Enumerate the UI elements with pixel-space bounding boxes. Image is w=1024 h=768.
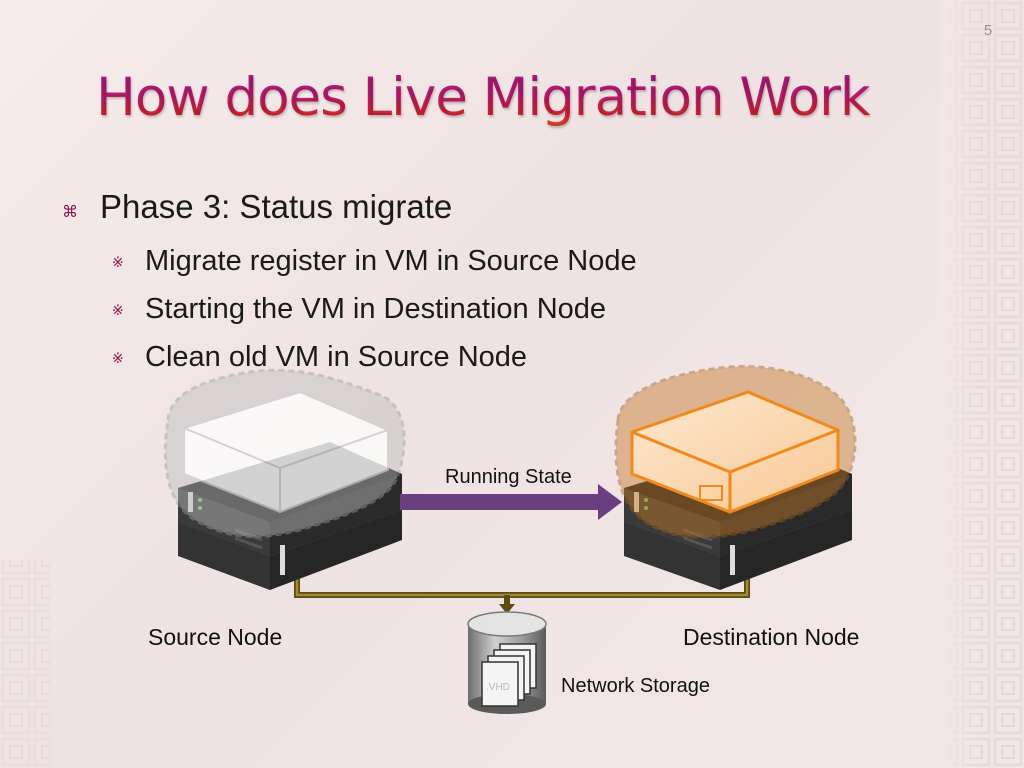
bullet-main-text: Phase 3: Status migrate — [100, 188, 453, 225]
network-storage-label: Network Storage — [561, 675, 710, 697]
sub-bullet-text: Starting the VM in Destination Node — [145, 293, 607, 325]
network-connection-lines — [294, 578, 750, 614]
slide-number: 5 — [983, 22, 993, 39]
vhd-file-label: .VHD — [486, 682, 510, 693]
ghost-vm-icon — [163, 368, 406, 538]
sub-bullet-marker-icon: ※ — [112, 302, 124, 318]
sub-bullet-marker-icon: ※ — [112, 254, 124, 270]
vhd-file-stack-icon — [481, 643, 537, 707]
running-state-arrow-icon — [400, 484, 622, 520]
destination-node-label: Destination Node — [683, 624, 860, 650]
sub-bullet-marker-icon: ※ — [112, 350, 124, 366]
network-storage-icon: .VHD — [467, 611, 547, 714]
slide-title: How does Live Migration Work — [96, 62, 871, 134]
sub-bullet-text: Clean old VM in Source Node — [145, 341, 528, 373]
bullet-marker-icon: ⌘ — [62, 204, 78, 221]
source-node-label: Source Node — [148, 624, 283, 650]
active-vm-icon — [614, 365, 857, 539]
running-state-label: Running State — [445, 466, 572, 488]
sub-bullet-text: Migrate register in VM in Source Node — [145, 245, 637, 277]
